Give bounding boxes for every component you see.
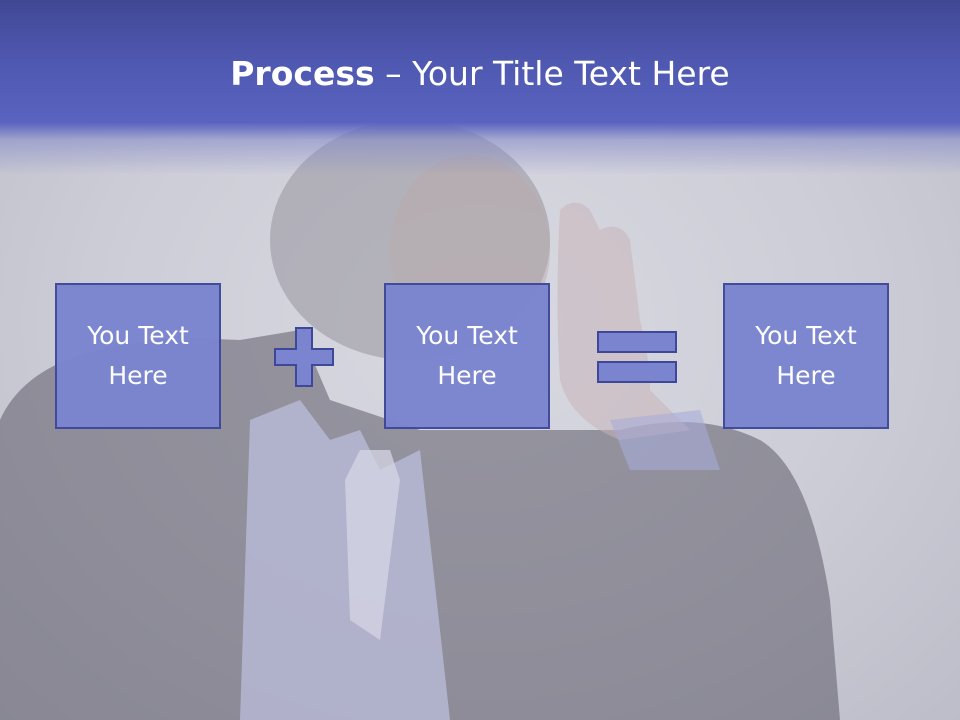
title-bold: Process (230, 54, 375, 93)
title-rest: – Your Title Text Here (374, 54, 730, 93)
process-box-2-label: You Text Here (416, 321, 518, 390)
process-box-3[interactable]: You Text Here (723, 283, 889, 429)
process-box-3-label: You Text Here (755, 321, 857, 390)
slide-title: Process – Your Title Text Here (0, 52, 960, 96)
title-band (0, 0, 960, 175)
process-box-1[interactable]: You Text Here (55, 283, 221, 429)
plus-icon (274, 327, 334, 387)
process-box-2[interactable]: You Text Here (384, 283, 550, 429)
process-box-1-label: You Text Here (87, 321, 189, 390)
equals-icon (597, 331, 677, 383)
